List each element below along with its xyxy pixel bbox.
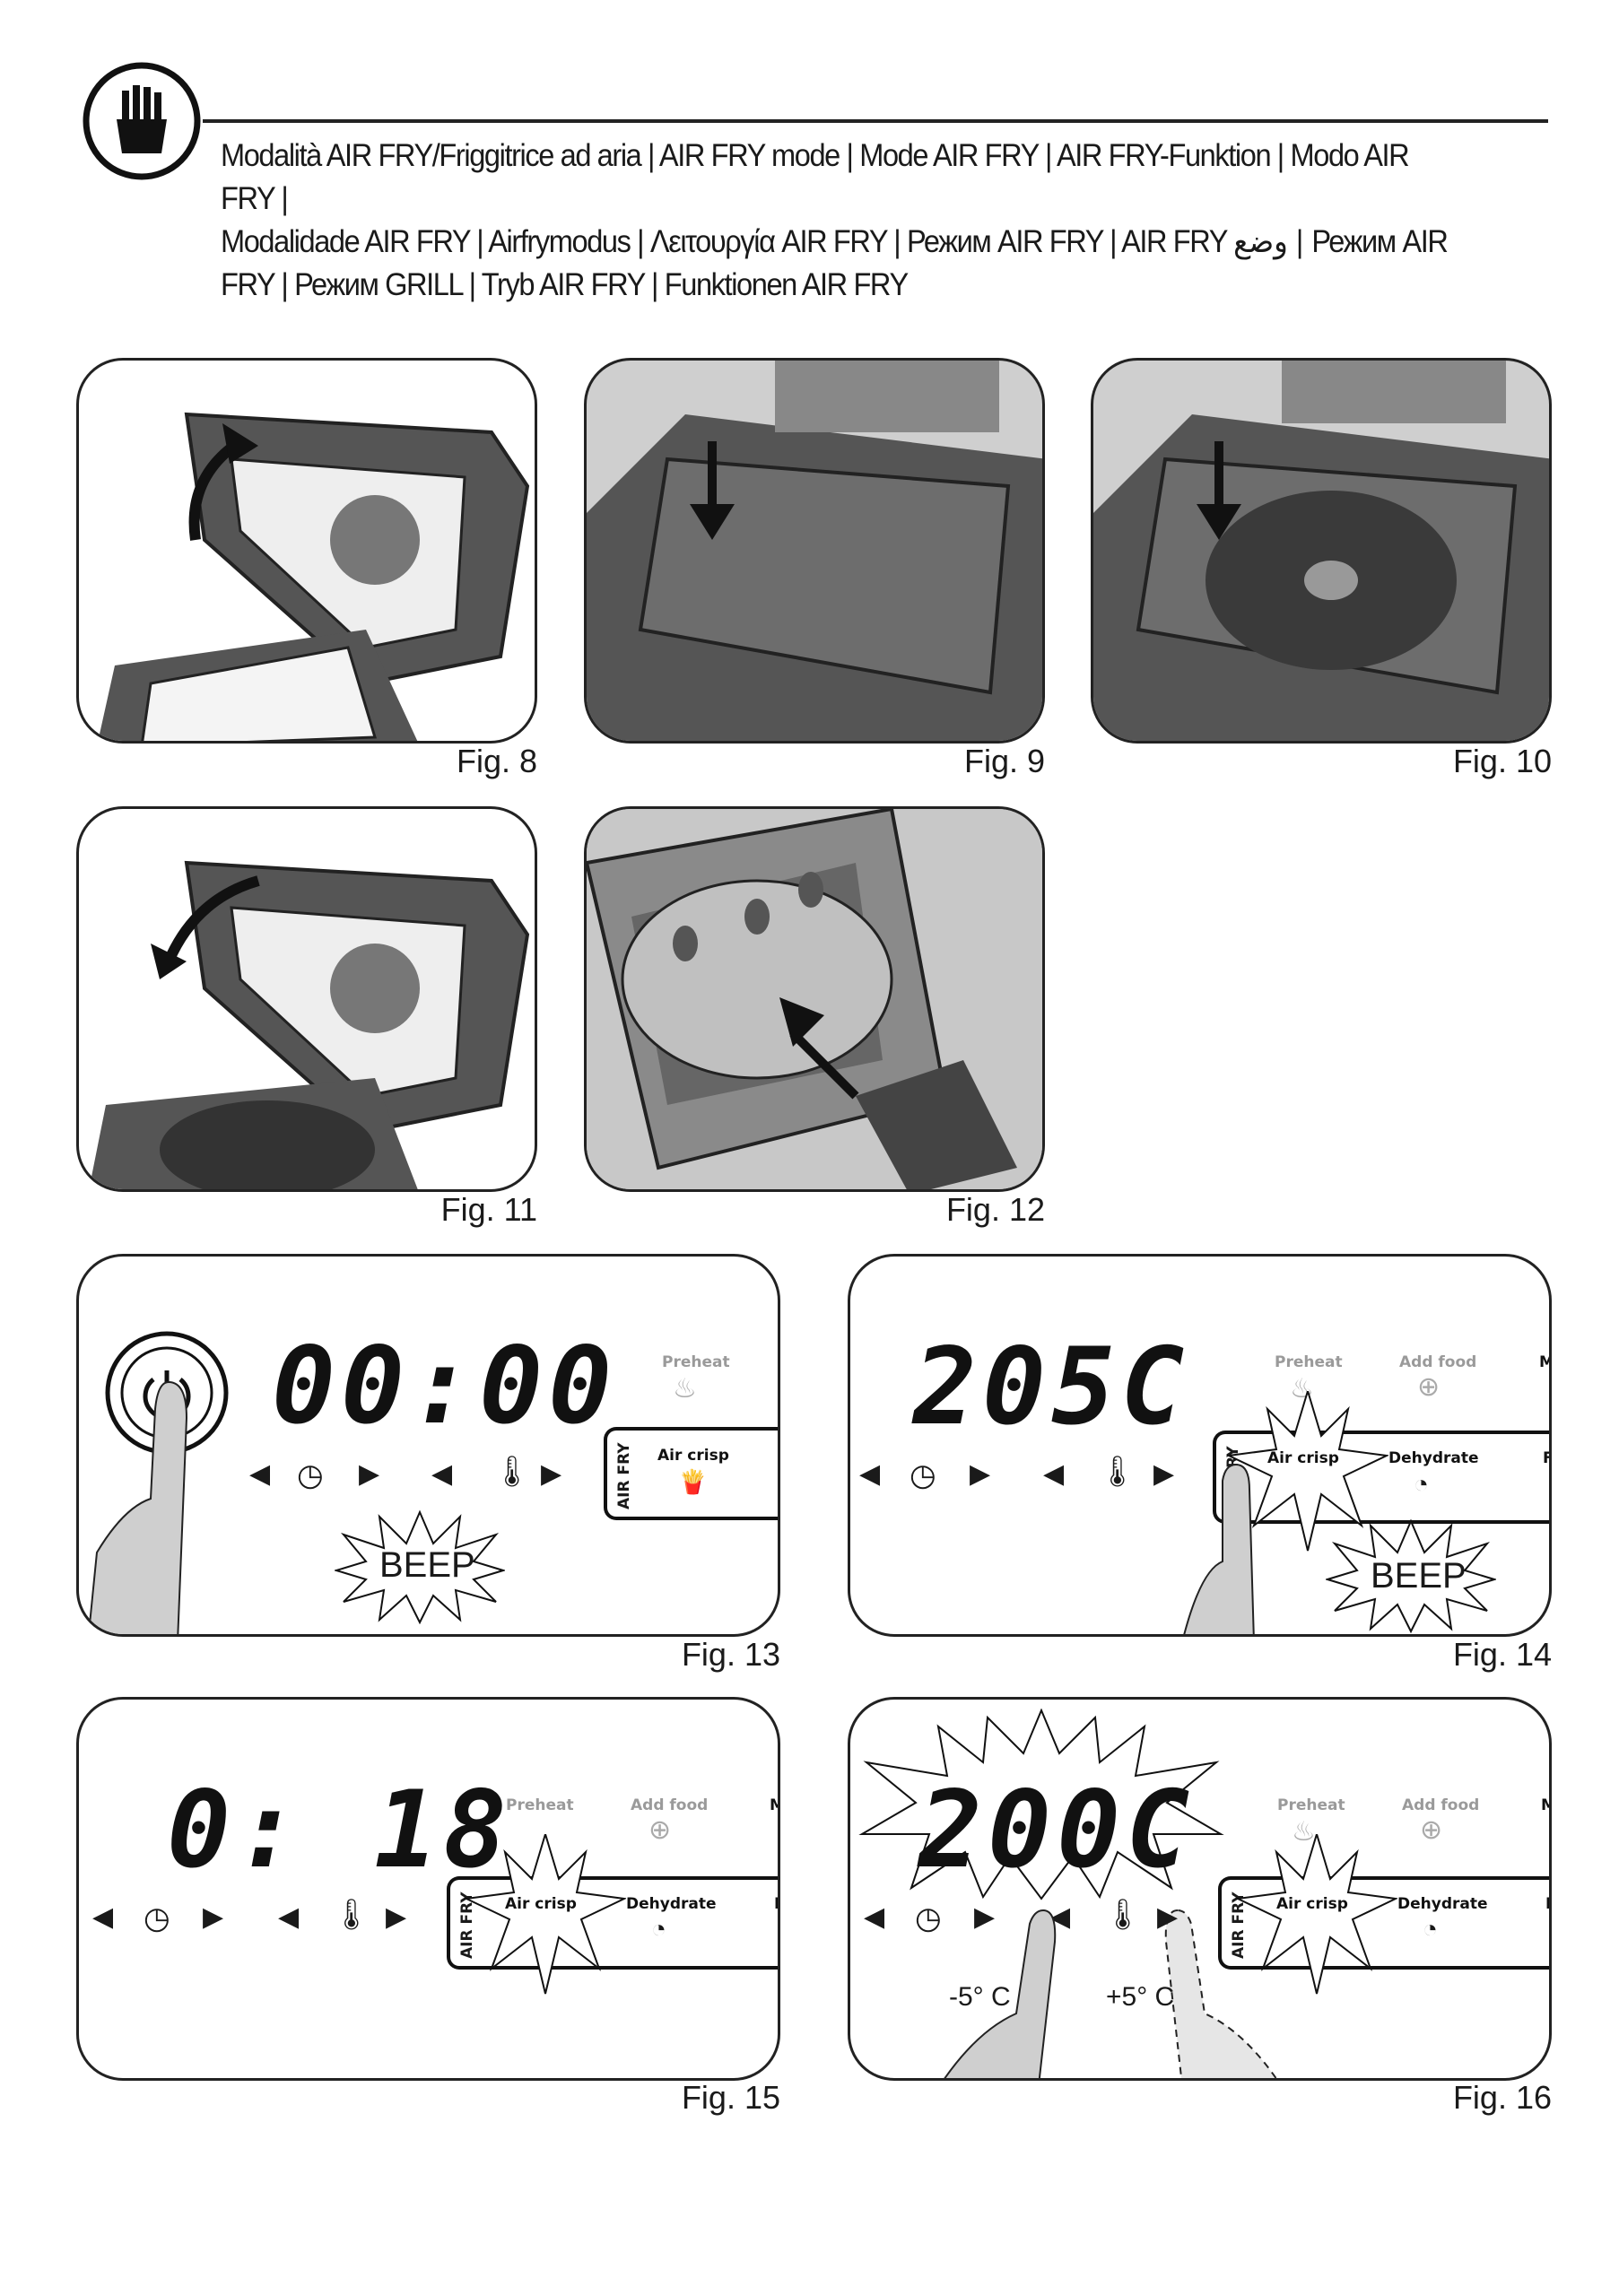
air-fry-mode-group — [1213, 1431, 1549, 1524]
thermometer-icon: 🌡 — [1098, 1455, 1137, 1489]
figure-9-insert-tray — [584, 358, 1045, 744]
figure-13-control-panel: 00:00 Preheat ♨ ◀ ◷ ▶ ◀ 🌡 ▶ AIR FRY Air … — [76, 1254, 780, 1637]
cut-off-label: F — [1545, 1895, 1549, 1913]
clock-icon: ◷ — [915, 1901, 942, 1935]
air-crisp-button[interactable]: Air crisp — [1267, 1449, 1339, 1467]
header-rule — [203, 119, 1548, 123]
caption-fig-10: Fig. 10 — [1452, 743, 1552, 779]
figure-11-close-lid — [76, 806, 537, 1192]
time-increase-arrow-icon[interactable]: ▶ — [974, 1902, 996, 1932]
preheat-label: Preheat — [1275, 1353, 1343, 1371]
preheat-label: Preheat — [506, 1796, 574, 1814]
caption-fig-16: Fig. 16 — [1452, 2079, 1552, 2116]
time-display: 00:00 — [272, 1324, 618, 1448]
finger-illustration — [88, 1380, 188, 1634]
clock-icon: ◷ — [910, 1458, 936, 1492]
title-line: Modalidade AIR FRY | Airfrymodus | Λειτο… — [221, 224, 1449, 259]
temperature-display: 200C — [918, 1768, 1196, 1892]
press-starburst-icon — [1227, 1391, 1388, 1552]
figure-12-plug-in — [584, 806, 1045, 1192]
dehydrate-fruit-icon: ◔ — [1414, 1470, 1429, 1498]
temp-decrease-arrow-icon[interactable]: ◀ — [278, 1902, 300, 1932]
beep-text: BEEP — [379, 1545, 475, 1585]
finger-plus-illustration — [1164, 1909, 1277, 2078]
air-crisp-button[interactable]: Air crisp — [1276, 1895, 1348, 1913]
cut-off-label: M — [1539, 1353, 1549, 1371]
dehydrate-button[interactable]: Dehydrate — [1388, 1449, 1479, 1467]
caption-fig-14: Fig. 14 — [1452, 1636, 1552, 1673]
cut-off-label: F — [1543, 1449, 1549, 1467]
beep-text: BEEP — [1371, 1556, 1467, 1596]
preheat-label: Preheat — [662, 1353, 730, 1371]
dehydrate-fruit-icon: ◔ — [651, 1915, 666, 1943]
time-decrease-arrow-icon[interactable]: ◀ — [92, 1902, 114, 1932]
figure-16-control-panel: 200C Preheat Add food M ♨ ⊕ ◀ ◷ ▶ ◀ 🌡 ▶ … — [848, 1697, 1552, 2081]
air-crisp-button[interactable]: Air crisp — [657, 1447, 729, 1465]
dehydrate-button[interactable]: Dehydrate — [626, 1895, 717, 1913]
selected-starburst-icon — [1236, 1834, 1397, 1995]
add-food-cloche-icon: ⊕ — [648, 1815, 672, 1845]
air-fry-mode-group — [1218, 1876, 1549, 1970]
time-increase-arrow-icon[interactable]: ▶ — [359, 1459, 380, 1489]
caption-fig-15: Fig. 15 — [681, 2079, 780, 2116]
preheat-label: Preheat — [1277, 1796, 1345, 1814]
clock-icon: ◷ — [297, 1458, 324, 1492]
time-increase-arrow-icon[interactable]: ▶ — [970, 1459, 991, 1489]
title-line: FRY | Режим GRILL | Tryb AIR FRY | Funkt… — [221, 267, 909, 302]
plus-5-label: +5° C — [1106, 1982, 1175, 2012]
temp-increase-arrow-icon[interactable]: ▶ — [541, 1459, 562, 1489]
thermometer-icon: 🌡 — [492, 1455, 532, 1489]
dehydrate-button[interactable]: Dehydrate — [1397, 1895, 1488, 1913]
caption-fig-13: Fig. 13 — [681, 1636, 780, 1673]
temp-decrease-arrow-icon[interactable]: ◀ — [431, 1459, 453, 1489]
add-food-cloche-icon: ⊕ — [1420, 1815, 1443, 1845]
title-line: Modalità AIR FRY/Friggitrice ad aria | A… — [221, 138, 1410, 216]
thermometer-icon: 🌡 — [332, 1898, 371, 1932]
add-food-label: Add food — [631, 1796, 709, 1814]
beep-starburst-icon — [1326, 1518, 1496, 1634]
air-fry-group-label: AIR FRY — [615, 1442, 633, 1509]
time-decrease-arrow-icon[interactable]: ◀ — [249, 1459, 271, 1489]
temp-increase-arrow-icon[interactable]: ▶ — [1157, 1902, 1179, 1932]
minus-5-label: -5° C — [949, 1982, 1011, 2012]
caption-fig-11: Fig. 11 — [440, 1191, 537, 1228]
add-food-label: Add food — [1402, 1796, 1480, 1814]
air-crisp-button[interactable]: Air crisp — [505, 1895, 577, 1913]
figure-10-insert-rack — [1091, 358, 1552, 744]
clock-icon: ◷ — [144, 1901, 170, 1935]
beep-starburst-icon — [335, 1509, 505, 1624]
blink-starburst-icon — [465, 1834, 626, 1995]
time-decrease-arrow-icon[interactable]: ◀ — [859, 1459, 881, 1489]
figure-15-control-panel: 0: 18 Preheat Add food M ⊕ ◀ ◷ ▶ ◀ 🌡 ▶ A… — [76, 1697, 780, 2081]
cut-off-label: M — [770, 1796, 778, 1814]
caption-fig-9: Fig. 9 — [963, 743, 1045, 779]
add-food-cloche-icon: ⊕ — [1417, 1372, 1441, 1402]
figure-8-open-lid — [76, 358, 537, 744]
time-display: 0: 18 — [167, 1768, 513, 1892]
preheat-steam-icon: ♨ — [1292, 1817, 1316, 1847]
temperature-display: 205C — [913, 1325, 1190, 1448]
fries-icon: 🍟 — [678, 1468, 708, 1495]
french-fries-icon — [83, 62, 201, 180]
temp-increase-arrow-icon[interactable]: ▶ — [1153, 1459, 1175, 1489]
dehydrate-fruit-icon: ◔ — [1423, 1915, 1438, 1943]
add-food-label: Add food — [1399, 1353, 1477, 1371]
air-fry-mode-group — [447, 1876, 778, 1970]
time-decrease-arrow-icon[interactable]: ◀ — [864, 1902, 885, 1932]
caption-fig-12: Fig. 12 — [945, 1191, 1045, 1228]
finger-illustration — [1183, 1463, 1255, 1634]
air-fry-mode-group — [604, 1427, 778, 1520]
caption-fig-8: Fig. 8 — [456, 743, 537, 779]
cut-off-label: M — [1541, 1796, 1549, 1814]
preheat-steam-icon: ♨ — [673, 1374, 697, 1404]
temp-increase-arrow-icon[interactable]: ▶ — [386, 1902, 407, 1932]
section-title: Modalità AIR FRY/Friggitrice ad aria | A… — [221, 135, 1455, 307]
thermometer-icon: 🌡 — [1103, 1898, 1143, 1932]
time-increase-arrow-icon[interactable]: ▶ — [203, 1902, 224, 1932]
cut-off-label: F — [774, 1895, 778, 1913]
finger-minus-illustration — [944, 1909, 1057, 2078]
figure-14-control-panel: 205C Preheat Add food M ♨ ⊕ ◀ ◷ ▶ ◀ 🌡 ▶ … — [848, 1254, 1552, 1637]
blink-starburst-icon — [858, 1709, 1224, 1900]
temp-decrease-arrow-icon[interactable]: ◀ — [1043, 1459, 1065, 1489]
